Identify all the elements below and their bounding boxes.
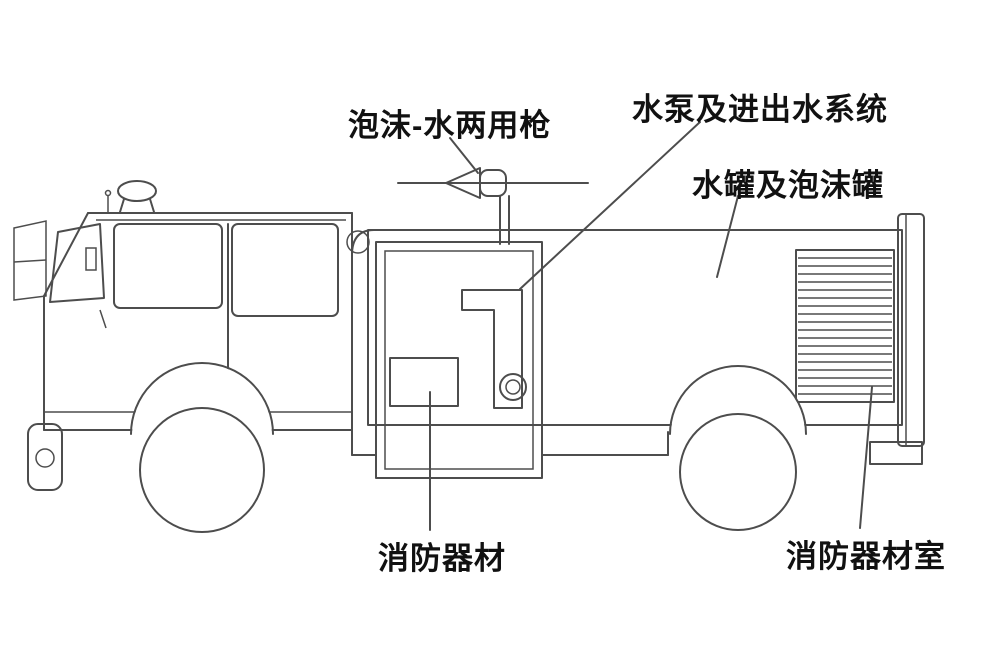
wheels-drawing — [130, 362, 807, 533]
pump-compartment-drawing — [375, 241, 543, 479]
foam-water-gun-drawing — [397, 167, 589, 245]
tank-body-drawing — [346, 213, 925, 465]
rear-wheel — [679, 413, 797, 531]
label-pump-system: 水泵及进出水系统 — [632, 92, 888, 127]
leader-pump-system — [519, 121, 701, 290]
leader-foam-gun — [449, 137, 479, 174]
label-water-foam-tank: 水罐及泡沫罐 — [692, 168, 884, 203]
label-foam-water-gun: 泡沫-水两用枪 — [348, 108, 552, 143]
label-fire-equipment-room: 消防器材室 — [786, 539, 946, 574]
leader-lines — [429, 121, 873, 531]
leader-equipment-room — [859, 386, 873, 529]
front-wheel — [139, 407, 265, 533]
label-fire-equipment: 消防器材 — [378, 541, 506, 576]
roller-shutter-drawing — [795, 249, 895, 403]
leader-tank — [716, 195, 739, 278]
